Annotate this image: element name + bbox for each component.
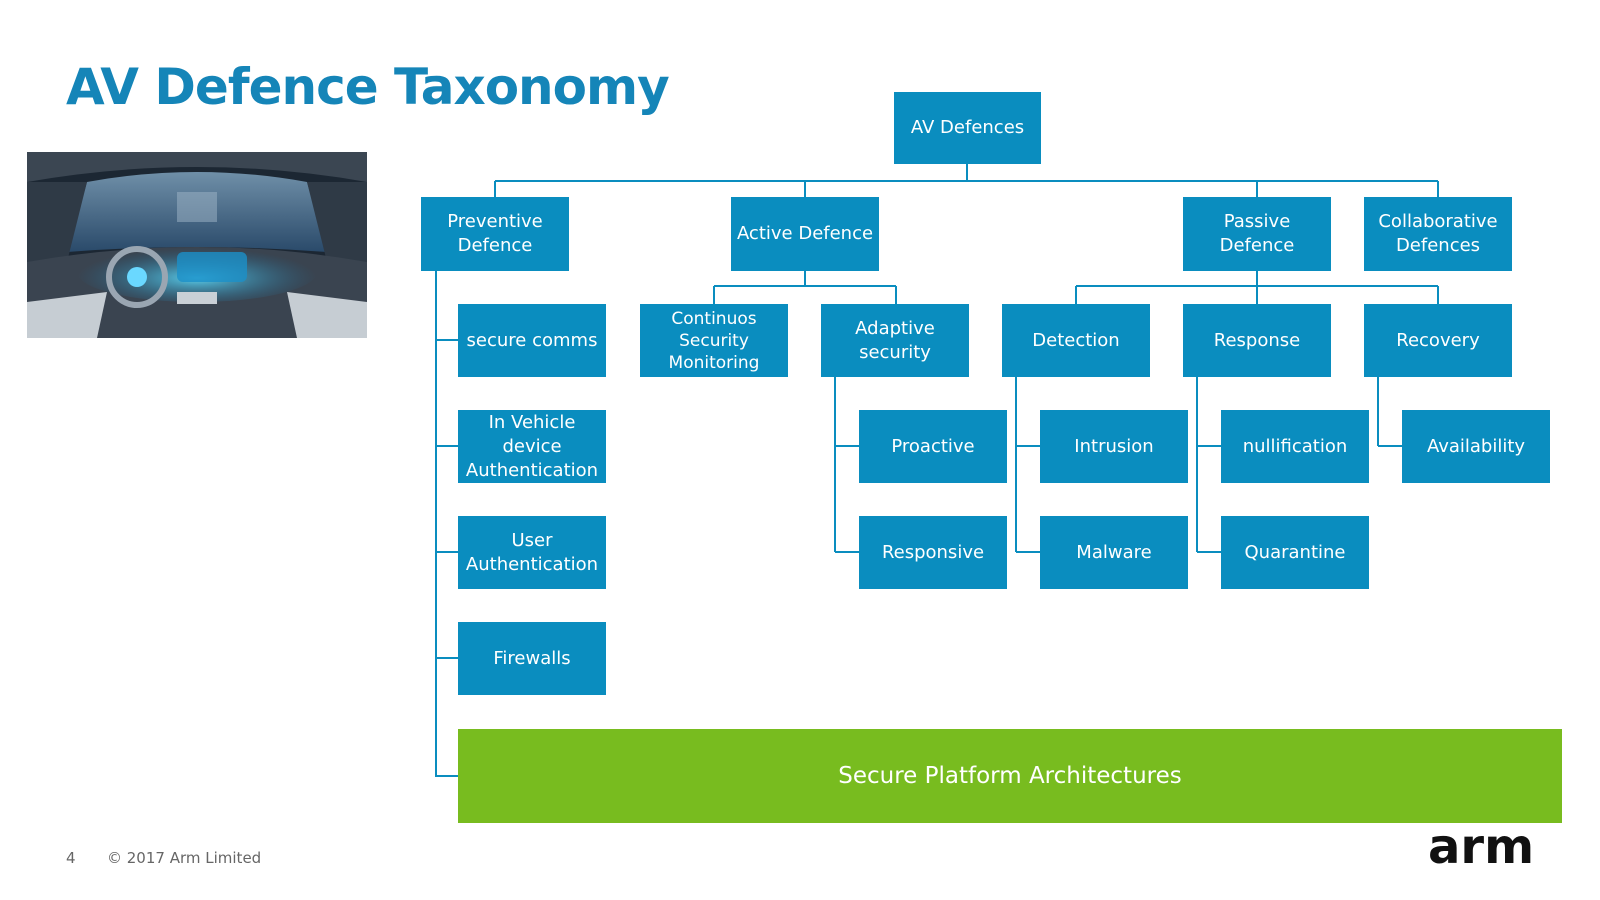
node-collaborative-defences: Collaborative Defences	[1364, 197, 1512, 271]
node-responsive: Responsive	[859, 516, 1007, 589]
node-av-defences: AV Defences	[894, 92, 1041, 164]
node-secure-comms: secure comms	[458, 304, 606, 377]
node-quarantine: Quarantine	[1221, 516, 1369, 589]
node-passive-defence: Passive Defence	[1183, 197, 1331, 271]
arm-logo-text: arm	[1428, 828, 1534, 868]
node-firewalls: Firewalls	[458, 622, 606, 695]
node-recovery: Recovery	[1364, 304, 1512, 377]
page-number: 4	[66, 849, 76, 867]
node-preventive-defence: Preventive Defence	[421, 197, 569, 271]
node-detection: Detection	[1002, 304, 1150, 377]
car-interior-photo	[27, 152, 367, 338]
copyright-text: © 2017 Arm Limited	[107, 849, 262, 867]
node-continuous-security-monitoring: Continuos Security Monitoring	[640, 304, 788, 377]
node-user-authentication: User Authentication	[458, 516, 606, 589]
node-adaptive-security: Adaptive security	[821, 304, 969, 377]
node-malware: Malware	[1040, 516, 1188, 589]
page-title: AV Defence Taxonomy	[66, 58, 670, 116]
node-in-vehicle-device-authentication: In Vehicle device Authentication	[458, 410, 606, 483]
node-intrusion: Intrusion	[1040, 410, 1188, 483]
node-availability: Availability	[1402, 410, 1550, 483]
node-response: Response	[1183, 304, 1331, 377]
arm-logo: arm	[1428, 819, 1538, 875]
node-secure-platform-architectures: Secure Platform Architectures	[458, 729, 1562, 823]
node-nullification: nullification	[1221, 410, 1369, 483]
node-active-defence: Active Defence	[731, 197, 879, 271]
node-proactive: Proactive	[859, 410, 1007, 483]
